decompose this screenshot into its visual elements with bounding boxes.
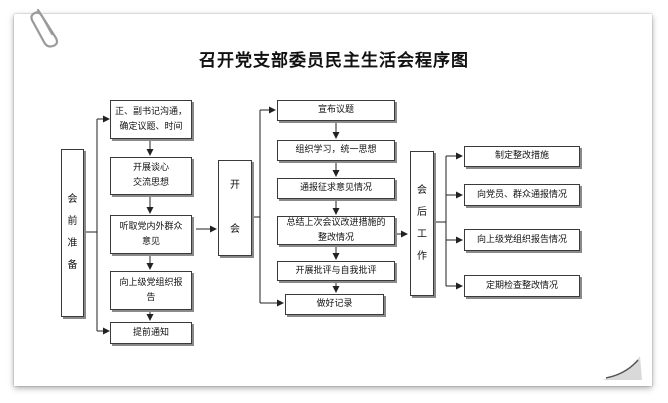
prep-step-4: 向上级党组织报 告 bbox=[110, 271, 192, 310]
after-step-2: 向党员、群众通报情况 bbox=[464, 184, 580, 206]
group-box-meeting: 开 会 bbox=[218, 160, 252, 256]
after-step-4: 定期检查整改情况 bbox=[464, 275, 580, 297]
meeting-step-1: 宣布议题 bbox=[277, 100, 395, 121]
meeting-step-2: 组织学习，统一思想 bbox=[277, 140, 395, 161]
page-curl-icon bbox=[602, 356, 642, 380]
meeting-step-5: 开展批评与自我批评 bbox=[277, 261, 395, 281]
paperclip-icon bbox=[30, 8, 59, 48]
group-box-after: 会 后 工 作 bbox=[410, 151, 434, 296]
diagram-title: 召开党支部委员民主生活会程序图 bbox=[199, 51, 469, 71]
prep-step-5: 提前通知 bbox=[110, 322, 192, 344]
after-step-1: 制定整改措施 bbox=[464, 146, 580, 167]
prep-step-1: 正、副书记沟通， 确定议题、时间 bbox=[110, 100, 192, 139]
meeting-step-3: 通报征求意见情况 bbox=[277, 178, 395, 199]
meeting-step-6: 做好记录 bbox=[285, 294, 384, 315]
meeting-step-4: 总结上次会议改进措施的 整改情况 bbox=[277, 216, 395, 245]
after-step-3: 向上级党组织报告情况 bbox=[464, 229, 580, 251]
prep-step-3: 听取党内外群众 意见 bbox=[110, 215, 192, 254]
group-box-prep: 会 前 准 备 bbox=[61, 149, 84, 317]
prep-step-2: 开展谈心 交流思想 bbox=[110, 157, 192, 195]
